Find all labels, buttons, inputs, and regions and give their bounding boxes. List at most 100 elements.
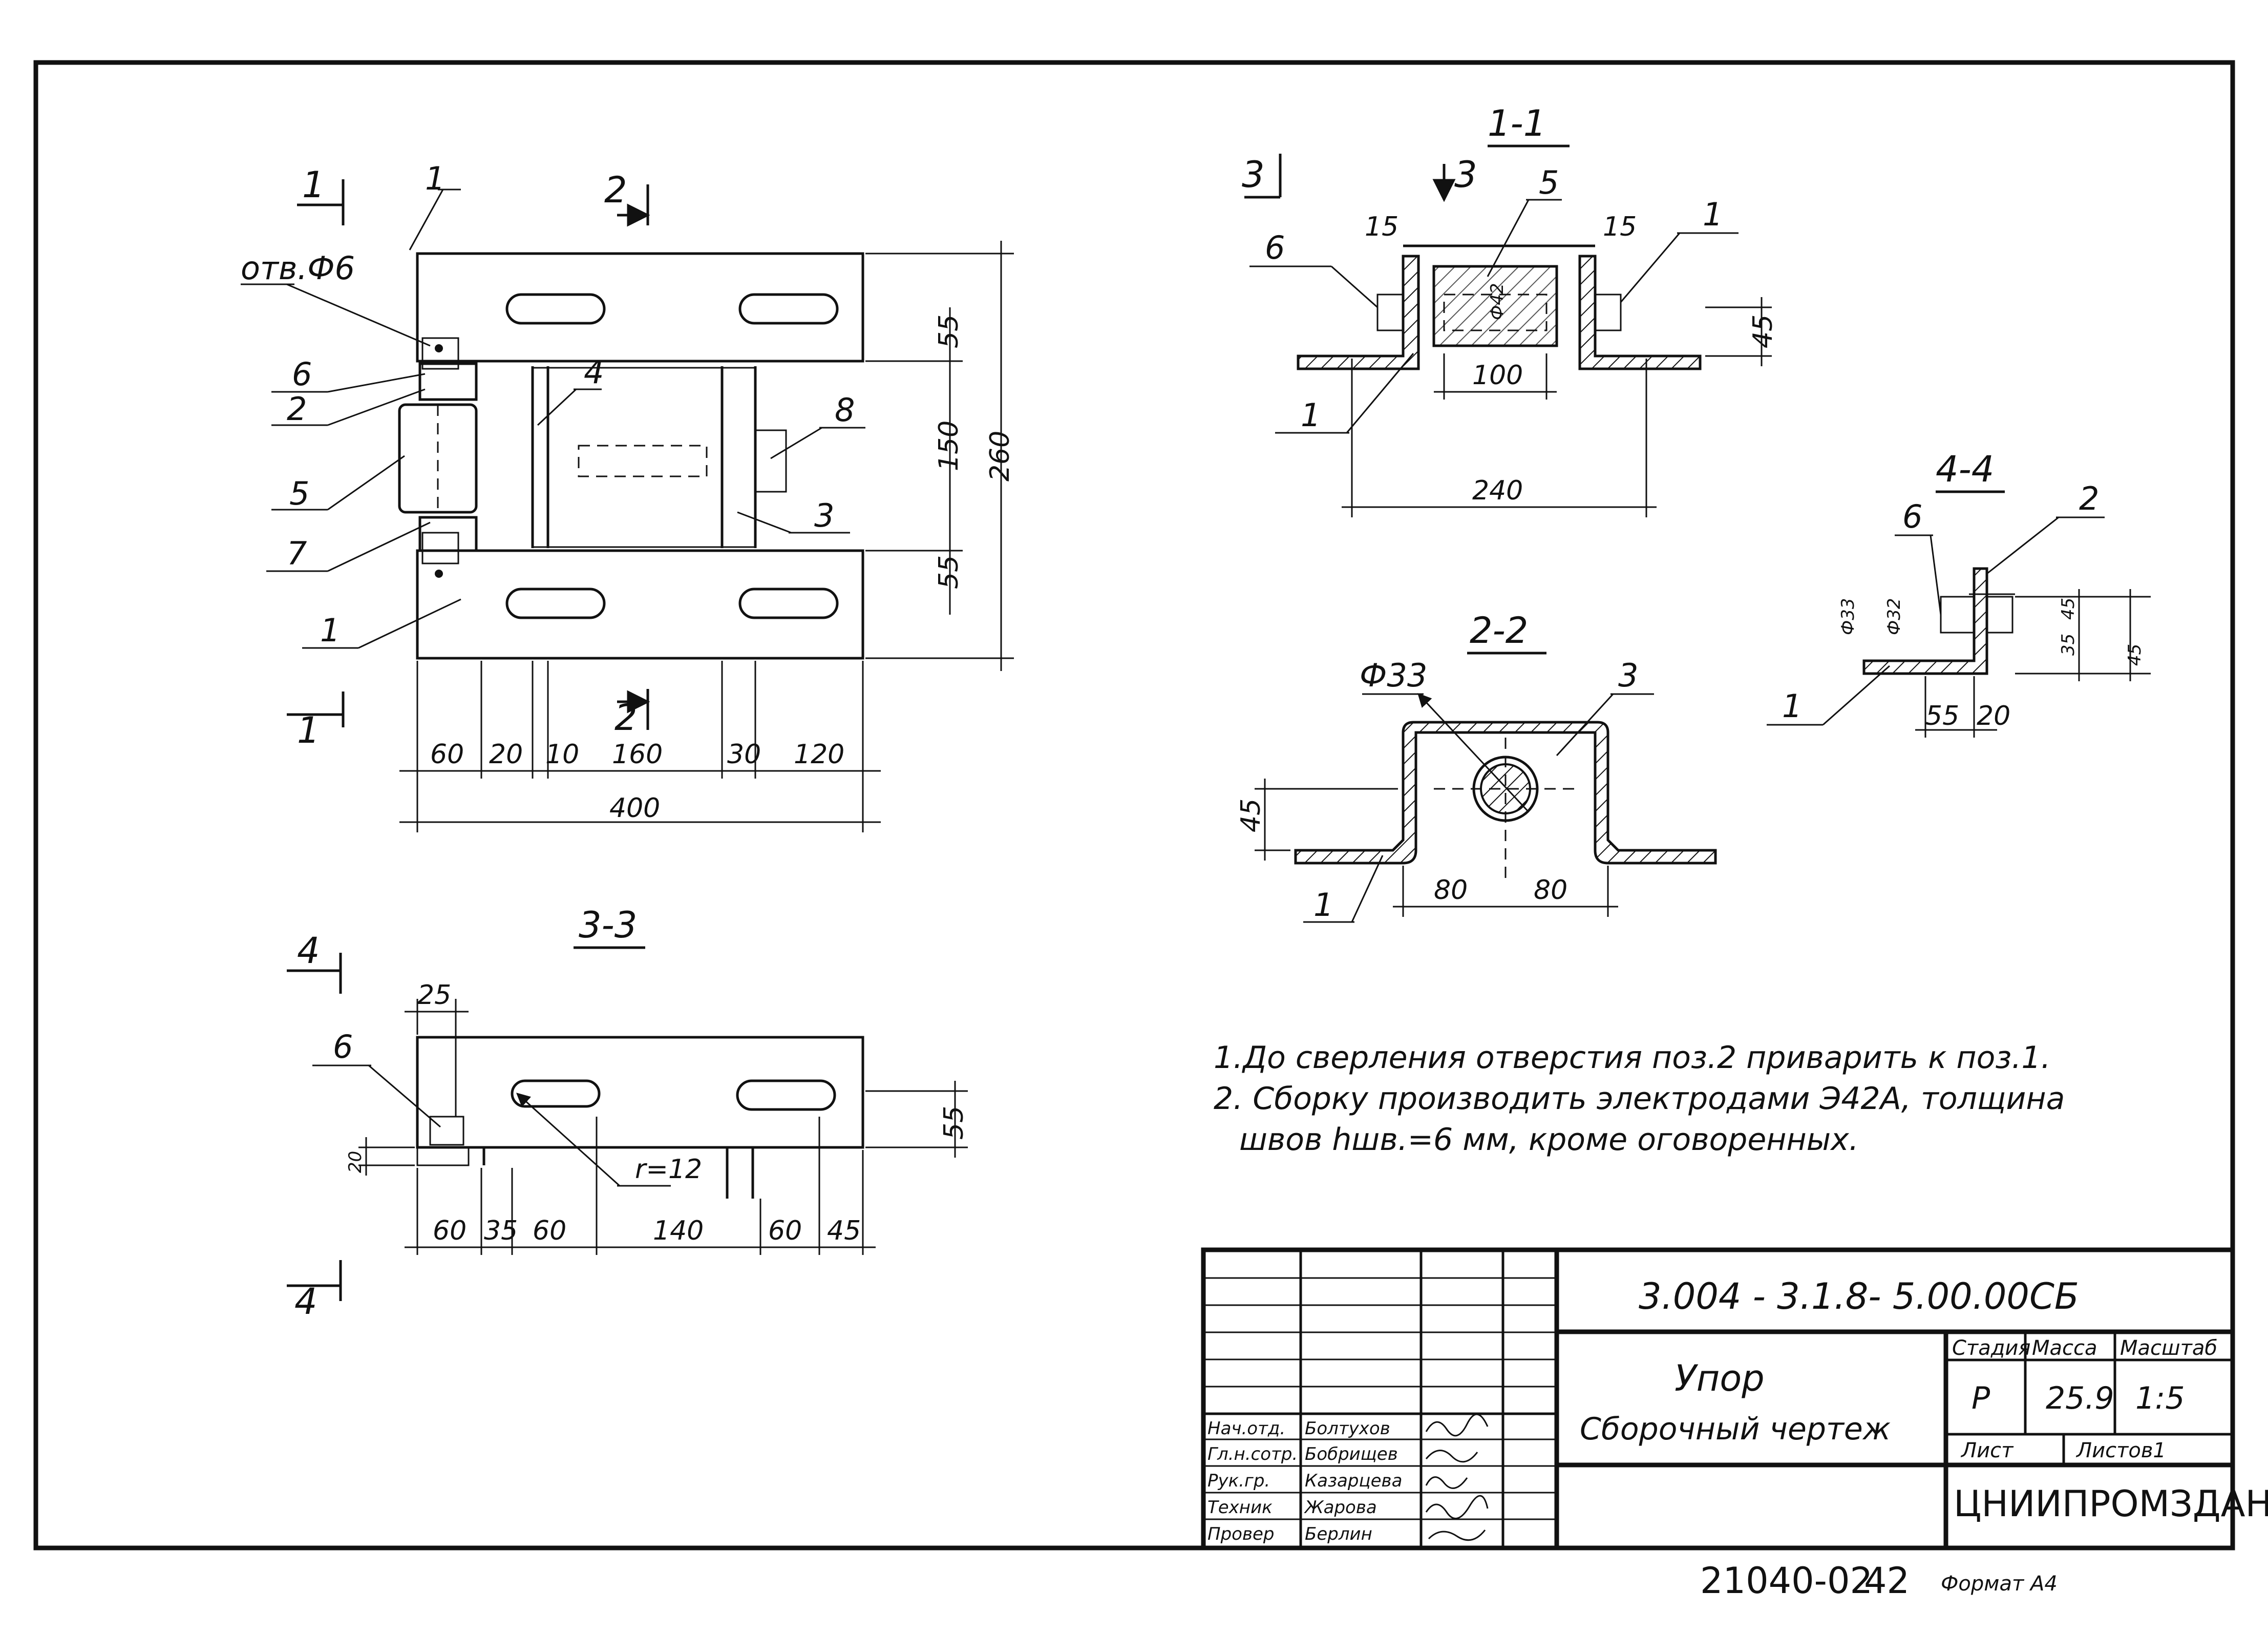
svg-text:20: 20: [1977, 701, 2010, 731]
mass-value: 25.9: [2046, 1380, 2114, 1416]
svg-text:160: 160: [612, 739, 663, 770]
slot: [505, 293, 606, 325]
svg-text:Р: Р: [1972, 1380, 1990, 1416]
svg-text:35: 35: [2058, 634, 2079, 656]
drawing-title: Упор: [1674, 1357, 1765, 1399]
svg-text:1: 1: [297, 709, 320, 751]
svg-text:55: 55: [934, 315, 964, 348]
leader-label: 2: [2079, 480, 2099, 517]
leader-label: 1: [320, 612, 340, 649]
svg-text:45: 45: [827, 1216, 861, 1246]
note-line: 1.До сверления отверстия поз.2 приварить…: [1214, 1040, 2051, 1076]
drawing-frame: [33, 60, 2235, 1551]
section-1-1: 1-1: [1297, 102, 1702, 370]
leader-label: 6: [333, 1028, 353, 1065]
section-title: 4-4: [1936, 448, 1994, 490]
svg-text:45: 45: [1748, 315, 1778, 348]
slot: [736, 1079, 836, 1111]
section-3-3: 3-3: [416, 904, 864, 1199]
svg-text:Листов1: Листов1: [2075, 1439, 2166, 1462]
main-view-dimensions: 60 20 10 160 30 120 400 55 150 55 260: [399, 241, 1015, 832]
svg-text:60: 60: [533, 1216, 566, 1246]
svg-text:Масса: Масса: [2032, 1336, 2097, 1360]
leader-label: 1: [1782, 687, 1802, 725]
svg-text:Нач.отд.: Нач.отд.: [1207, 1418, 1285, 1439]
section-1-1-annotations: 3 3 6 5 1 1 15 15 Ф42 100 45 240: [1242, 154, 1778, 517]
scale-value: 1:5: [2135, 1380, 2185, 1416]
leader-label: 6: [1265, 229, 1285, 266]
main-view: [398, 252, 864, 660]
format-label: Формат А4: [1941, 1572, 2058, 1596]
svg-text:80: 80: [1434, 875, 1468, 906]
hinge-cylinder: [398, 403, 478, 514]
svg-text:35: 35: [484, 1216, 518, 1246]
svg-text:60: 60: [430, 739, 464, 770]
signature: [1425, 1450, 1478, 1463]
svg-text:15: 15: [1365, 212, 1398, 242]
drawing-code: 3.004 - 3.1.8- 5.00.00СБ: [1639, 1275, 2079, 1317]
leader-label: 8: [835, 391, 855, 429]
organization: ЦНИИПРОМЗДАНИЙ: [1954, 1483, 2268, 1525]
leader-label: 6: [292, 355, 312, 393]
svg-text:45: 45: [2058, 598, 2079, 620]
svg-text:45: 45: [2125, 644, 2145, 666]
svg-text:Масштаб: Масштаб: [2120, 1336, 2217, 1360]
leader-label: 7: [287, 535, 307, 572]
svg-text:25: 25: [417, 980, 451, 1011]
svg-text:4: 4: [297, 930, 320, 972]
main-view-leaders: 1 отв.Ф6 6 2 5 7 1 4 8 3: [241, 160, 865, 649]
note-line: 2. Сборку производить электродами Э42А, …: [1214, 1081, 2065, 1117]
svg-text:140: 140: [653, 1216, 704, 1246]
svg-text:Техник: Техник: [1207, 1497, 1273, 1518]
svg-text:120: 120: [794, 739, 844, 770]
leader-label: 1: [1313, 886, 1333, 924]
section-title: 3-3: [579, 904, 637, 946]
section-4-4-annotations: 6 2 1 Ф33 Ф32 45 35 45 55 20: [1767, 480, 2151, 738]
signature: [1428, 1530, 1486, 1541]
leader-label: 1: [1301, 396, 1321, 434]
svg-text:Провер: Провер: [1207, 1524, 1275, 1544]
svg-text:400: 400: [609, 793, 660, 824]
leader-label: 5: [1539, 164, 1559, 201]
svg-text:260: 260: [985, 431, 1015, 481]
svg-text:2: 2: [604, 169, 627, 211]
svg-text:60: 60: [433, 1216, 467, 1246]
svg-text:55: 55: [1925, 701, 1959, 731]
svg-text:4: 4: [294, 1281, 317, 1323]
leader-label: 6: [1902, 498, 1922, 535]
svg-text:Казарцева: Казарцева: [1305, 1471, 1402, 1491]
svg-text:60: 60: [768, 1216, 802, 1246]
leader-label: 1: [1703, 196, 1723, 233]
svg-text:45: 45: [1236, 799, 1266, 832]
svg-text:Болтухов: Болтухов: [1305, 1418, 1390, 1439]
top-plate: [416, 252, 864, 363]
svg-text:3: 3: [1242, 154, 1265, 196]
svg-text:55: 55: [934, 555, 964, 589]
svg-text:150: 150: [934, 421, 964, 471]
svg-text:Стадия: Стадия: [1952, 1336, 2030, 1360]
svg-text:Гл.н.сотр.: Гл.н.сотр.: [1207, 1444, 1298, 1464]
slot: [738, 588, 839, 619]
signature: [1425, 1495, 1489, 1519]
hole-label: отв.Ф6: [241, 249, 355, 287]
section-title: 2-2: [1470, 610, 1528, 652]
svg-text:Жарова: Жарова: [1304, 1497, 1377, 1518]
section-2-2: 2-2: [1294, 610, 1717, 881]
svg-text:Лист: Лист: [1960, 1439, 2014, 1462]
signature: [1425, 1413, 1489, 1437]
leader-label: 4: [584, 353, 604, 391]
main-view-cut-marks: 1 2 1 2: [287, 164, 650, 751]
svg-text:10: 10: [545, 739, 579, 770]
section-3-3-annotations: 4 4 6 r=12 25 20 55 60 35 60 140 60: [287, 930, 969, 1323]
svg-text:Рук.гр.: Рук.гр.: [1207, 1471, 1270, 1491]
slot: [511, 1079, 601, 1108]
svg-text:80: 80: [1534, 875, 1567, 906]
note-line: швов hшв.=6 мм, кроме оговоренных.: [1239, 1122, 1859, 1158]
technical-notes: 1.До сверления отверстия поз.2 приварить…: [1214, 1040, 2065, 1158]
section-4-4: 4-4: [1862, 448, 2015, 675]
svg-text:Ф33: Ф33: [1838, 598, 1858, 635]
bottom-plate: [416, 549, 864, 660]
title-block: 3.004 - 3.1.8- 5.00.00СБ Упор Сборочный …: [1201, 1247, 2268, 1551]
svg-text:240: 240: [1472, 475, 1523, 506]
